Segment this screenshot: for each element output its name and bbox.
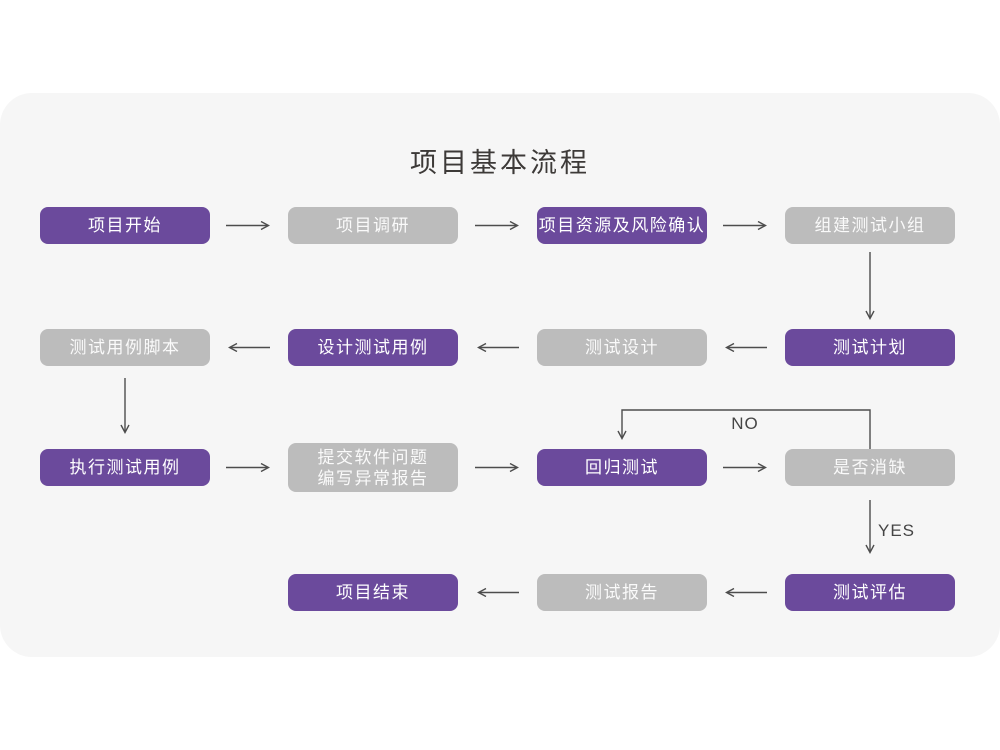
no-branch-label: NO xyxy=(731,414,759,433)
node-test-evaluation: 测试评估 xyxy=(785,574,955,611)
node-label-line1: 提交软件问题 xyxy=(317,447,429,467)
node-regression-test: 回归测试 xyxy=(537,449,707,486)
node-label-line2: 编写异常报告 xyxy=(317,468,429,488)
node-build-test-team: 组建测试小组 xyxy=(785,207,955,244)
node-defect-cleared: 是否消缺 xyxy=(785,449,955,486)
node-test-report: 测试报告 xyxy=(537,574,707,611)
yes-branch-label: YES xyxy=(878,521,916,540)
node-label: 测试计划 xyxy=(833,338,907,357)
node-project-start: 项目开始 xyxy=(40,207,210,244)
node-label: 项目调研 xyxy=(336,216,410,235)
node-test-plan: 测试计划 xyxy=(785,329,955,366)
node-test-design: 测试设计 xyxy=(537,329,707,366)
node-design-test-cases: 设计测试用例 xyxy=(288,329,458,366)
node-label: 测试评估 xyxy=(833,583,907,602)
node-project-end: 项目结束 xyxy=(288,574,458,611)
node-project-research: 项目调研 xyxy=(288,207,458,244)
node-label: 测试设计 xyxy=(585,338,659,357)
node-label: 项目结束 xyxy=(336,583,410,602)
node-label: 是否消缺 xyxy=(833,458,907,477)
node-test-case-script: 测试用例脚本 xyxy=(40,329,210,366)
node-execute-test-cases: 执行测试用例 xyxy=(40,449,210,486)
node-label: 项目资源及风险确认 xyxy=(538,216,706,235)
node-label: 设计测试用例 xyxy=(317,338,429,357)
flowchart-card xyxy=(0,93,1000,657)
node-label: 项目开始 xyxy=(88,216,162,235)
page-title: 项目基本流程 xyxy=(410,148,590,178)
node-label: 组建测试小组 xyxy=(814,216,926,235)
node-label: 回归测试 xyxy=(585,458,659,477)
node-resource-risk-confirm: 项目资源及风险确认 xyxy=(537,207,707,244)
node-label: 测试报告 xyxy=(585,583,659,602)
node-label: 测试用例脚本 xyxy=(69,338,181,357)
node-label: 执行测试用例 xyxy=(69,458,181,477)
node-submit-issue-report: 提交软件问题 编写异常报告 xyxy=(288,443,458,492)
